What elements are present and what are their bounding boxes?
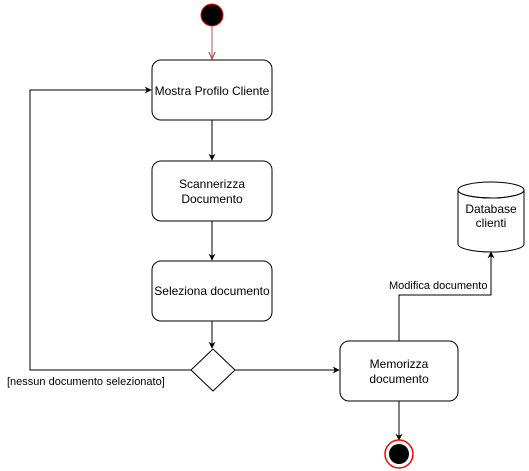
decision-node [190, 348, 236, 392]
end-node [384, 439, 414, 469]
action-scannerizza-documento: Scannerizza Documento [151, 160, 273, 222]
guard-label-nessun-documento: [nessun documento selezionato] [7, 376, 165, 388]
datastore-label-line2: clienti [476, 216, 507, 230]
action-scannerizza-label-line2: Documento [181, 192, 243, 206]
edge-memorizza-to-database [398, 251, 495, 341]
action-seleziona-documento: Seleziona documento [151, 260, 273, 322]
datastore-label-line1: Database [465, 202, 517, 216]
action-seleziona-label: Seleziona documento [154, 284, 270, 298]
edge-label-modifica-documento: Modifica documento [389, 280, 487, 292]
start-node [200, 3, 224, 27]
action-scannerizza-label-line1: Scannerizza [179, 177, 245, 191]
action-memorizza-label-line2: documento [369, 372, 429, 386]
action-memorizza-documento: Memorizza documento [339, 340, 459, 402]
action-mostra-profilo-cliente: Mostra Profilo Cliente [151, 59, 273, 121]
edge-decision-loop-to-mostra [29, 86, 191, 371]
action-memorizza-label-line1: Memorizza [370, 357, 429, 371]
action-mostra-profilo-label: Mostra Profilo Cliente [155, 84, 270, 98]
datastore-database-clienti: Database clienti [457, 181, 525, 253]
